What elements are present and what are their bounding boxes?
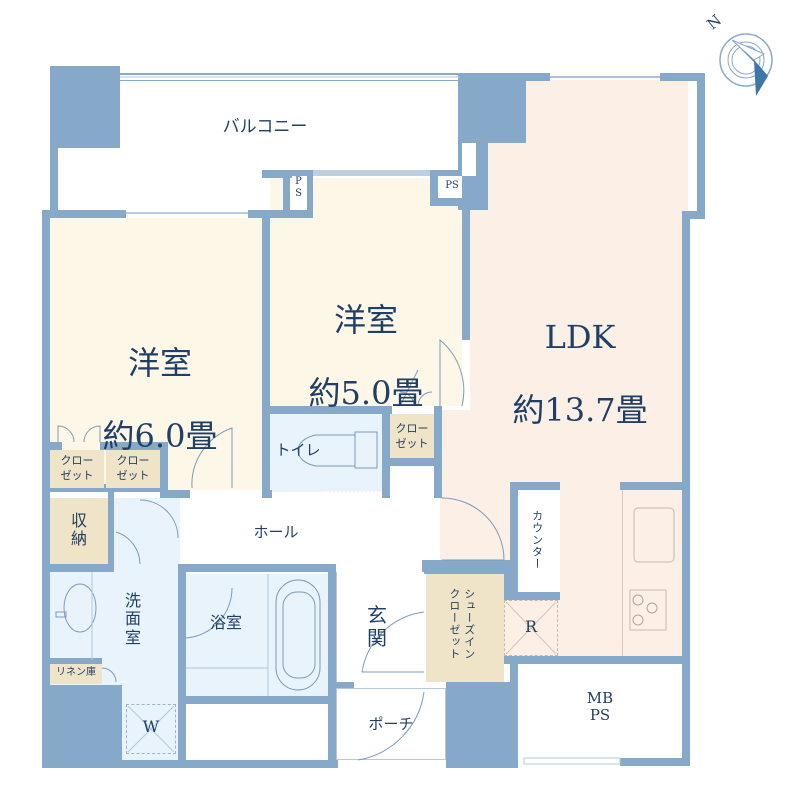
wall-closet3-bottom [382,458,442,466]
wall-ldk-right [682,211,690,671]
closet-2-label: クロー ゼット [116,454,150,482]
storage [50,498,108,564]
linen-label: リネン庫 [56,667,96,678]
wall-toilet-left [262,406,270,498]
ldk-floor-lower [440,410,480,560]
ldk-name: LDK [544,317,616,356]
storage-label: 収 納 [70,511,87,549]
wall-kitchen-top [620,482,688,490]
wall-room1-right [262,210,270,490]
wall-ldk-top-right [660,73,705,81]
wall-toilet-right [382,406,390,498]
washer-label: W [142,717,160,736]
kitchen-counter [622,490,682,656]
ps-right-label: PS [445,180,459,191]
mbps-label: MB PS [586,689,614,725]
western-room-2-label: 洋室 約5.0畳 [270,265,462,449]
wall-ldk-bottom [500,656,690,664]
ps-right [438,176,466,198]
bath-lower-space [186,704,328,758]
compass-icon [719,33,773,96]
wall-room2-top-2 [313,170,438,176]
washroom-label: 洗 面 室 [124,591,141,647]
western-room-2-name: 洋室 [333,300,398,339]
wall-storage-bottom [42,564,114,572]
wall-room1-bottom [42,484,168,492]
western-room-1-name: 洋室 [127,343,192,382]
porch-label: ポーチ [368,715,414,733]
wall-counter-bottom [510,592,560,600]
laundry-space [126,704,176,754]
mbps [518,664,682,758]
toilet-label: トイレ [275,441,321,459]
wall-room1-top [42,210,126,218]
wall-room2-top [262,170,292,178]
wall-ldk-right-step [682,211,705,219]
wall-linen-top [42,658,102,664]
wall-balcony-top-rail-2 [120,80,460,81]
wall-left-outer [42,210,50,710]
counter-label: カウンター [530,510,544,570]
shoes-closet [426,574,504,682]
ldk-label: LDK 約13.7畳 [480,282,680,466]
wall-washroom-pillar [42,685,122,768]
balcony-label: バルコニー [222,117,308,137]
ldk-size: 約13.7畳 [512,391,648,430]
wall-bottom-outer [42,760,338,768]
wall-room1-bottom-3 [160,490,190,498]
hall-floor [180,498,438,564]
wall-storage-right [108,492,114,572]
wall-hall-top [262,490,272,498]
closet-1 [50,450,104,488]
wall-counter-left [510,482,518,602]
wall-washroom-right [178,564,186,764]
washroom-floor-upper [112,498,180,570]
counter [518,490,560,592]
toilet-floor [270,414,382,492]
wall-ldk-top-left [520,73,550,81]
wall-bath-right [328,564,336,764]
wall-balcony-left [50,140,58,212]
wall-balcony-top-rail [120,73,460,75]
wall-mbps-bottom [620,758,690,766]
wall-ldk-window [550,76,660,78]
entrance-floor [336,572,424,682]
wall-room2-right [462,200,470,340]
closet-1-label: クロー ゼット [60,454,94,482]
western-room-1-size: 約6.0畳 [102,417,218,456]
ps-left-label: P S [295,176,302,199]
wall-center-pillar [458,73,526,143]
wall-shoes-block [422,560,512,574]
entrance-label: 玄 関 [367,603,387,650]
porch [336,688,446,760]
ps-left [290,176,307,210]
closet-2 [106,450,160,488]
wall-bath-bottom [180,696,334,704]
wall-entrance-step [330,682,354,688]
wall-closet-top-2 [100,442,168,450]
wall-mbps-left [510,656,518,766]
western-room-2-size: 約5.0畳 [308,374,424,413]
wall-room2-bottom [262,406,392,414]
wall-entrance-pillar [446,682,518,768]
shoes-closet-label: シューズイン クローゼット [447,588,476,660]
wall-counter-top [510,482,560,490]
wall-room1-bottom-2 [160,445,168,492]
linen [50,664,102,684]
bathroom-label: 浴室 [209,613,242,632]
wall-room1-window [126,212,248,214]
hall-label: ホール [253,523,299,541]
wall-mbps-right [682,656,690,766]
wall-balcony-left-pillar [50,66,120,148]
closet-3-label: クロー ゼット [395,422,429,450]
western-room-1-label: 洋室 約6.0畳 [60,308,260,492]
refrigerator-label: R [524,617,538,636]
closet-3 [390,414,434,458]
ps-right-gap [462,143,476,176]
wall-closet3-right [434,406,442,498]
wall-ldk-right-upper [697,73,705,219]
wall-hall-bottom [180,564,334,572]
wall-closet-top [42,442,62,450]
